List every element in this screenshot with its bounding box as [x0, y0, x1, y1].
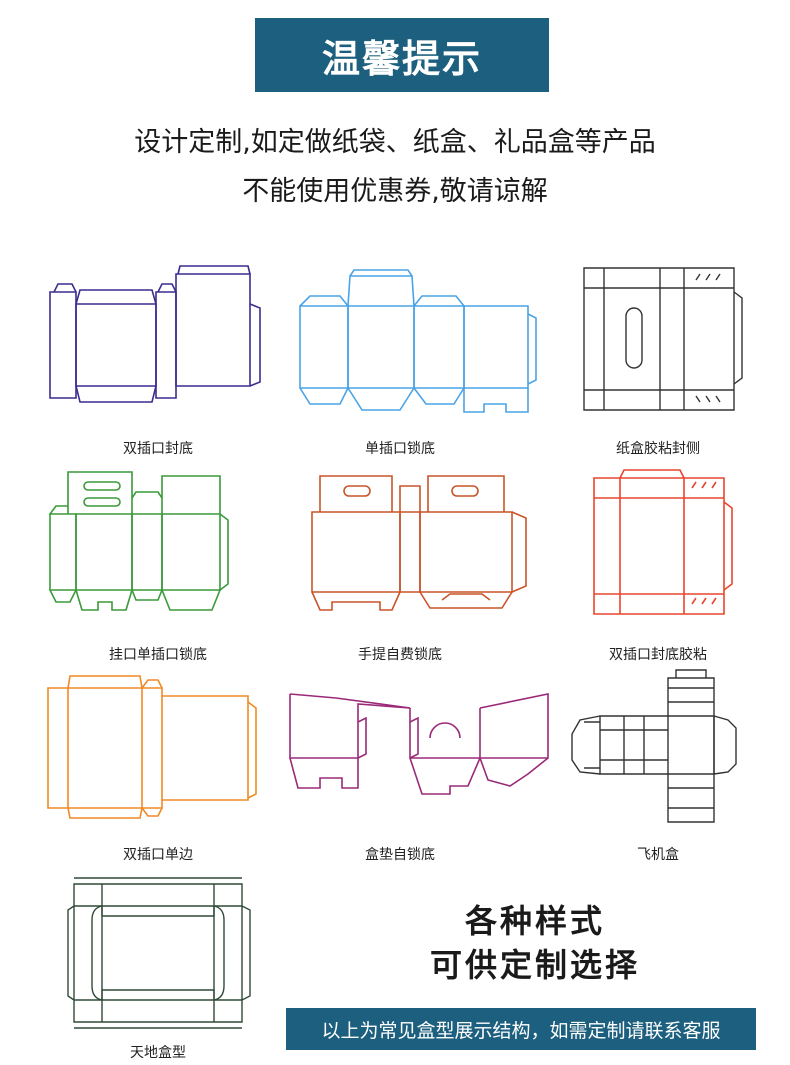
handle-lock-bottom-dieline-icon — [311, 475, 527, 611]
lid-base-box-dieline-icon — [67, 877, 251, 1029]
box-style-label: 双插口封底胶粘 — [609, 647, 707, 663]
box-style-card: 双插口封底胶粘 — [528, 468, 788, 663]
box-style-label: 纸盒胶粘封侧 — [616, 441, 700, 457]
box-style-label: 飞机盒 — [637, 847, 679, 863]
single-tuck-lock-bottom-dieline-icon — [299, 269, 537, 413]
double-tuck-seal-bottom-dieline-icon — [49, 265, 261, 403]
box-style-card: 飞机盒 — [528, 668, 788, 863]
pad-self-lock-bottom-dieline-icon — [289, 693, 549, 795]
box-style-label: 天地盒型 — [130, 1045, 186, 1061]
box-style-card: 双插口单边 — [28, 668, 288, 863]
title-banner: 温馨提示 — [255, 18, 549, 92]
box-style-card: 挂口单插口锁底 — [28, 468, 288, 663]
airplane-box-dieline-icon — [571, 669, 737, 823]
banner-title: 温馨提示 — [321, 36, 482, 81]
slogan-line-2: 可供定制选择 — [429, 946, 640, 984]
box-style-label: 双插口封底 — [123, 441, 193, 457]
box-style-label: 挂口单插口锁底 — [109, 647, 207, 663]
double-tuck-glued-dieline-icon — [593, 469, 733, 615]
box-style-card: 手提自费锁底 — [270, 468, 530, 663]
box-style-label: 盒垫自锁底 — [365, 847, 435, 863]
box-style-card: 盒垫自锁底 — [270, 668, 549, 863]
box-style-label: 单插口锁底 — [365, 441, 435, 457]
hanger-single-tuck-lock-bottom-dieline-icon — [49, 471, 229, 611]
box-style-card: 双插口封底 — [28, 262, 288, 457]
footer-banner: 以上为常见盒型展示结构，如需定制请联系客服 — [286, 1008, 756, 1050]
notice-line-2: 不能使用优惠券,敬请谅解 — [242, 176, 548, 207]
slogan-line-1: 各种样式 — [464, 902, 605, 940]
notice-line-1: 设计定制,如定做纸袋、纸盒、礼品盒等产品 — [134, 127, 656, 158]
box-style-card: 天地盒型 — [28, 872, 288, 1062]
box-style-card: 单插口锁底 — [270, 262, 537, 457]
box-style-label: 手提自费锁底 — [358, 647, 442, 663]
glued-side-seal-dieline-icon — [583, 267, 743, 411]
box-style-card: 纸盒胶粘封侧 — [528, 262, 788, 457]
footer-text: 以上为常见盒型展示结构，如需定制请联系客服 — [321, 1019, 721, 1042]
box-style-label: 双插口单边 — [123, 847, 193, 863]
double-tuck-single-edge-dieline-icon — [47, 675, 257, 819]
